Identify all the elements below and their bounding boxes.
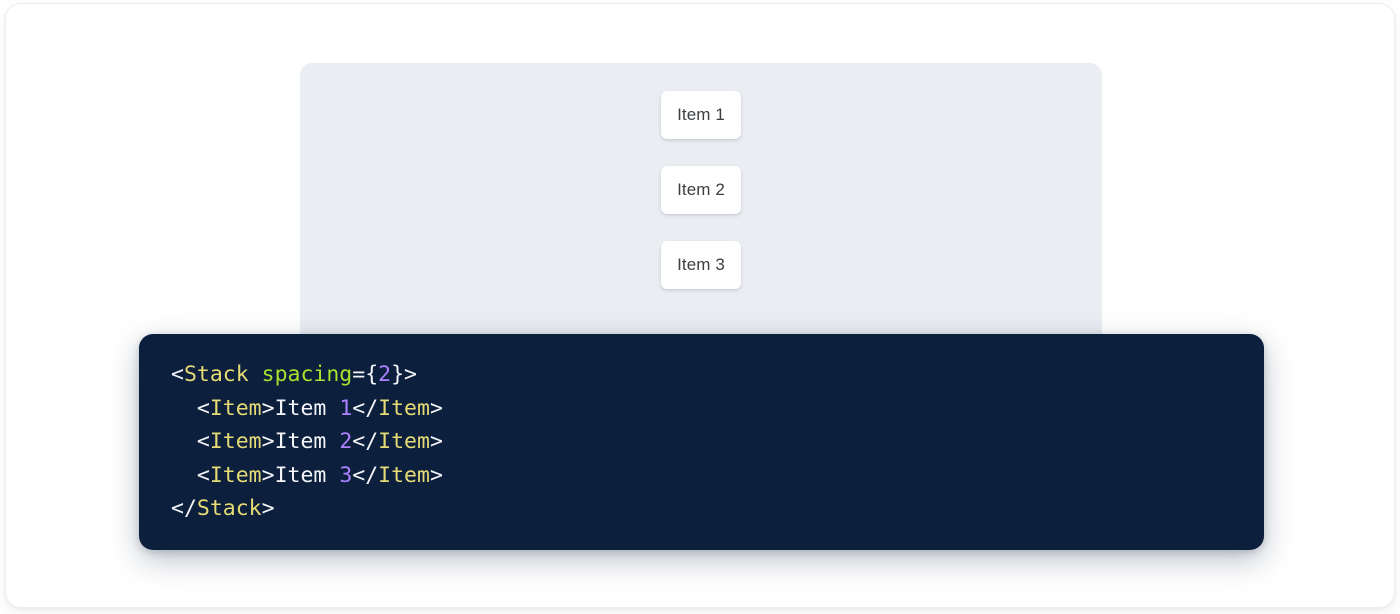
code-token-punct: > bbox=[429, 395, 443, 421]
code-line: <Item>Item 3</Item> bbox=[171, 459, 1264, 493]
code-token-punct: < bbox=[196, 429, 210, 455]
stack-item-label: Item 1 bbox=[677, 105, 725, 124]
code-token-punct: </ bbox=[352, 462, 379, 488]
code-token-punct: > bbox=[261, 429, 275, 455]
code-line: </Stack> bbox=[171, 492, 1264, 526]
code-snippet-block[interactable]: <Stack spacing={2}> <Item>Item 1</Item> … bbox=[139, 334, 1264, 550]
code-line: <Item>Item 2</Item> bbox=[171, 425, 1264, 459]
code-token-punct: > bbox=[261, 395, 275, 421]
code-token-num: 3 bbox=[339, 462, 353, 488]
code-token-num: 2 bbox=[378, 362, 392, 387]
code-token-tag: Stack bbox=[183, 362, 249, 387]
code-token-punct: > bbox=[261, 462, 275, 488]
code-token-punct: ={ bbox=[352, 362, 379, 387]
code-token-attr: spacing bbox=[261, 362, 353, 387]
code-token-num: 1 bbox=[339, 395, 353, 421]
code-indent bbox=[171, 429, 197, 454]
code-token-tag: Item bbox=[378, 395, 430, 421]
code-token-tag: Stack bbox=[196, 496, 262, 522]
stack-container: Item 1 Item 2 Item 3 bbox=[300, 63, 1102, 289]
code-token-text: Item bbox=[274, 462, 340, 488]
code-token-text: Item bbox=[274, 395, 340, 421]
stack-item-label: Item 3 bbox=[677, 255, 725, 274]
code-token-tag: Item bbox=[209, 395, 262, 421]
code-token-punct: </ bbox=[352, 395, 379, 421]
code-line: <Item>Item 1</Item> bbox=[171, 392, 1264, 426]
code-token-text bbox=[249, 362, 262, 387]
code-token-tag: Item bbox=[378, 429, 430, 455]
stack-item[interactable]: Item 1 bbox=[661, 91, 741, 139]
code-token-tag: Item bbox=[378, 462, 430, 488]
code-token-punct: }> bbox=[391, 362, 417, 387]
code-lines: <Stack spacing={2}> <Item>Item 1</Item> … bbox=[171, 358, 1264, 526]
code-token-punct: > bbox=[429, 462, 443, 488]
code-token-tag: Item bbox=[209, 429, 262, 455]
stack-item[interactable]: Item 2 bbox=[661, 166, 741, 214]
stack-item-label: Item 2 bbox=[677, 180, 725, 199]
component-preview-panel: Item 1 Item 2 Item 3 bbox=[300, 63, 1102, 361]
code-indent bbox=[171, 396, 197, 421]
code-token-num: 2 bbox=[339, 429, 353, 455]
stack-item[interactable]: Item 3 bbox=[661, 241, 741, 289]
code-token-text: Item bbox=[274, 429, 340, 455]
code-line: <Stack spacing={2}> bbox=[171, 358, 1264, 392]
code-indent bbox=[171, 463, 197, 488]
code-token-tag: Item bbox=[209, 462, 262, 488]
code-token-punct: > bbox=[261, 496, 275, 522]
code-token-punct: < bbox=[171, 362, 184, 387]
code-token-punct: < bbox=[196, 462, 210, 488]
code-token-punct: < bbox=[196, 395, 210, 421]
code-token-punct: </ bbox=[171, 496, 197, 522]
code-token-punct: > bbox=[429, 429, 443, 455]
code-token-punct: </ bbox=[352, 429, 379, 455]
